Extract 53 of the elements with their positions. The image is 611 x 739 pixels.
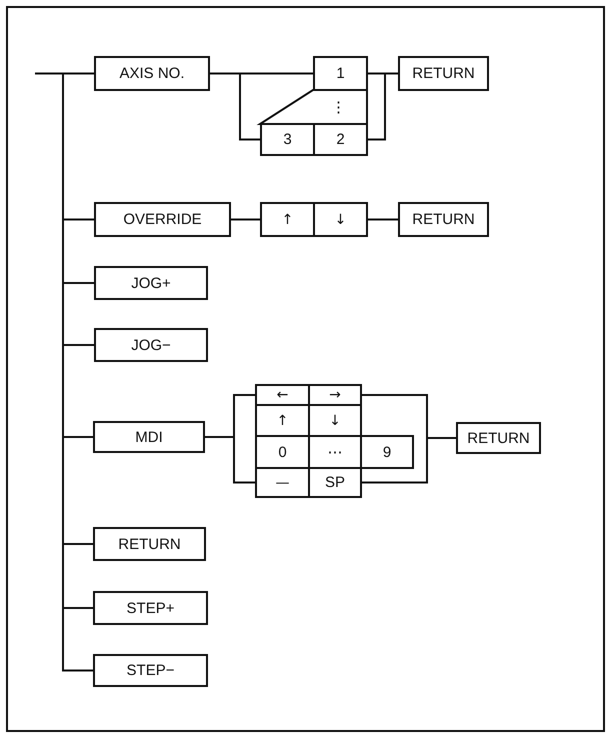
key-label: AXIS NO. [119,65,185,82]
key-label: ⋮ [331,98,346,116]
key-label: OVERRIDE [123,211,202,228]
connector-line [368,72,398,140]
menu-key-box [94,56,210,91]
menu-key-box [93,421,205,453]
key-label: → [329,387,341,403]
key-label: RETURN [118,536,181,552]
menu-key-box [93,654,208,687]
menu-key-box [94,202,231,237]
connector-line [210,72,260,140]
key-label: 3 [283,131,292,148]
menu-key-box [93,527,206,561]
menu-key-box [360,435,414,469]
menu-key-box [260,202,315,237]
menu-key-box [308,467,362,498]
menu-key-box [258,89,368,125]
key-label: — [276,474,290,490]
key-label: STEP− [126,662,174,679]
connector-line [362,437,456,484]
key-label: RETURN [467,430,530,446]
key-label: ↑ [276,412,288,428]
key-label: 2 [336,131,345,148]
key-label: ↓ [334,212,346,228]
menu-key-box [313,202,368,237]
menu-key-box [456,422,541,454]
menu-key-box [94,328,208,362]
key-label: RETURN [412,211,475,228]
connector-line [231,218,260,220]
key-label: MDI [135,428,163,446]
key-label: JOG− [131,336,171,354]
key-label: ← [276,387,288,403]
key-label: 1 [336,65,345,82]
menu-key-box [93,591,208,625]
key-label: RETURN [412,65,475,82]
key-label: 0 [278,444,287,460]
menu-key-box [255,467,310,498]
connector-line [205,436,255,484]
key-label: 9 [382,444,392,460]
key-label: SP [324,474,345,491]
menu-key-box [398,202,489,237]
menu-key-box [313,56,368,91]
key-label: JOG+ [131,274,171,292]
menu-key-box [313,123,368,156]
key-label: STEP+ [126,600,174,616]
key-label: ↑ [282,212,294,228]
menu-key-box [398,56,489,91]
key-label: ⋯ [328,443,342,461]
menu-key-box [308,384,362,406]
menu-key-box [260,123,315,156]
key-label: ↓ [329,412,341,428]
connector-line [368,218,398,220]
menu-key-box [94,266,208,300]
